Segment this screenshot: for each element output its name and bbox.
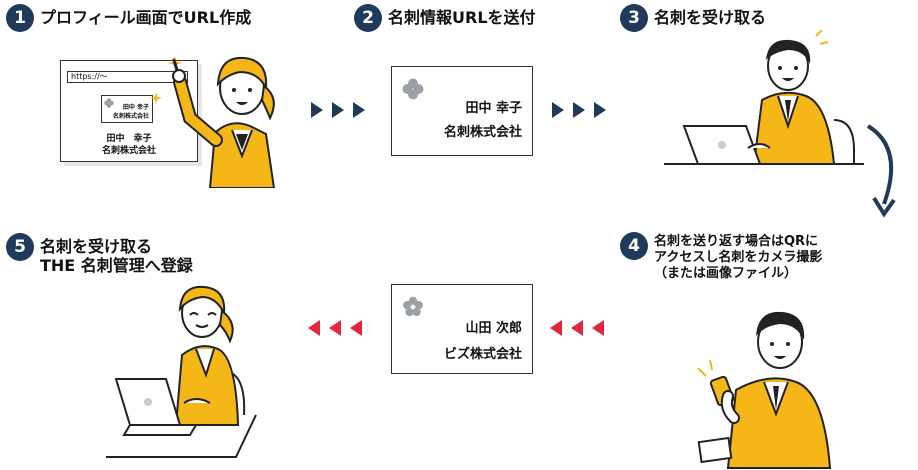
step-3-heading: 3 名刺を受け取る — [620, 4, 766, 32]
navy-curved-arrow — [866, 124, 896, 218]
browser-page-name: 田中 幸子 — [106, 134, 152, 144]
step-1-heading: 1 プロフィール画面でURL作成 — [6, 4, 251, 32]
step-number-badge: 3 — [620, 4, 648, 32]
business-card-yamada: 山田 次郎 ビズ株式会社 — [391, 284, 533, 374]
step-2-heading: 2 名刺情報URLを送付 — [354, 4, 536, 32]
step-title-line: プロフィール画面でURL作成 — [40, 8, 252, 27]
step-title: 名刺を受け取る THE 名刺管理へ登録 — [40, 233, 193, 275]
sparkle-icon — [150, 92, 162, 104]
step-4-heading: 4 名刺を送り返す場合はQRに アクセスし名刺をカメラ撮影 （または画像ファイル… — [620, 232, 822, 282]
step-5-heading: 5 名刺を受け取る THE 名刺管理へ登録 — [6, 233, 193, 275]
step-title-line: 名刺を受け取る — [654, 8, 767, 27]
navy-arrows-right — [552, 102, 606, 118]
step-title-line: 名刺情報URLを送付 — [388, 8, 536, 27]
browser-page-company: 名刺株式会社 — [101, 146, 156, 156]
mini-card-name: 田中 幸子 — [122, 104, 149, 111]
man-laptop-illustration — [664, 30, 864, 165]
red-arrows-left — [550, 320, 604, 336]
step-number-badge: 5 — [6, 233, 34, 261]
step-title: プロフィール画面でURL作成 — [40, 4, 251, 27]
clover-icon — [402, 78, 424, 100]
step-number-badge: 2 — [354, 4, 382, 32]
browser-mini-card: 田中 幸子 名刺株式会社 — [101, 95, 153, 123]
step-title: 名刺を送り返す場合はQRに アクセスし名刺をカメラ撮影 （または画像ファイル） — [654, 232, 822, 282]
clover-icon — [104, 98, 114, 108]
card-company: ビズ株式会社 — [443, 347, 522, 362]
step-title-line: （または画像ファイル） — [654, 266, 798, 281]
step-title: 名刺を受け取る — [654, 4, 766, 27]
step-number-badge: 4 — [620, 232, 648, 260]
red-arrows-left — [308, 320, 362, 336]
card-name: 山田 次郎 — [465, 321, 522, 336]
mini-card-company: 名刺株式会社 — [112, 113, 149, 120]
card-name: 田中 幸子 — [465, 101, 522, 116]
card-company: 名刺株式会社 — [443, 125, 522, 140]
step-title: 名刺情報URLを送付 — [388, 4, 536, 27]
sakura-icon — [403, 296, 423, 317]
woman-pointing-illustration — [172, 56, 276, 188]
step-title-line: THE 名刺管理へ登録 — [40, 256, 193, 275]
step-title-line: 名刺を受け取る — [40, 237, 153, 256]
business-card-tanaka: 田中 幸子 名刺株式会社 — [391, 66, 533, 156]
step-title-line: 名刺を送り返す場合はQRに — [654, 234, 819, 249]
browser-address-bar: https://～ — [67, 71, 188, 83]
step-number-badge: 1 — [6, 4, 34, 32]
man-phone-illustration — [697, 311, 832, 469]
step-title-line: アクセスし名刺をカメラ撮影 — [654, 250, 823, 265]
navy-arrows-right — [311, 102, 365, 118]
browser-url-text: https://～ — [71, 72, 108, 81]
woman-laptop-illustration — [106, 285, 257, 458]
